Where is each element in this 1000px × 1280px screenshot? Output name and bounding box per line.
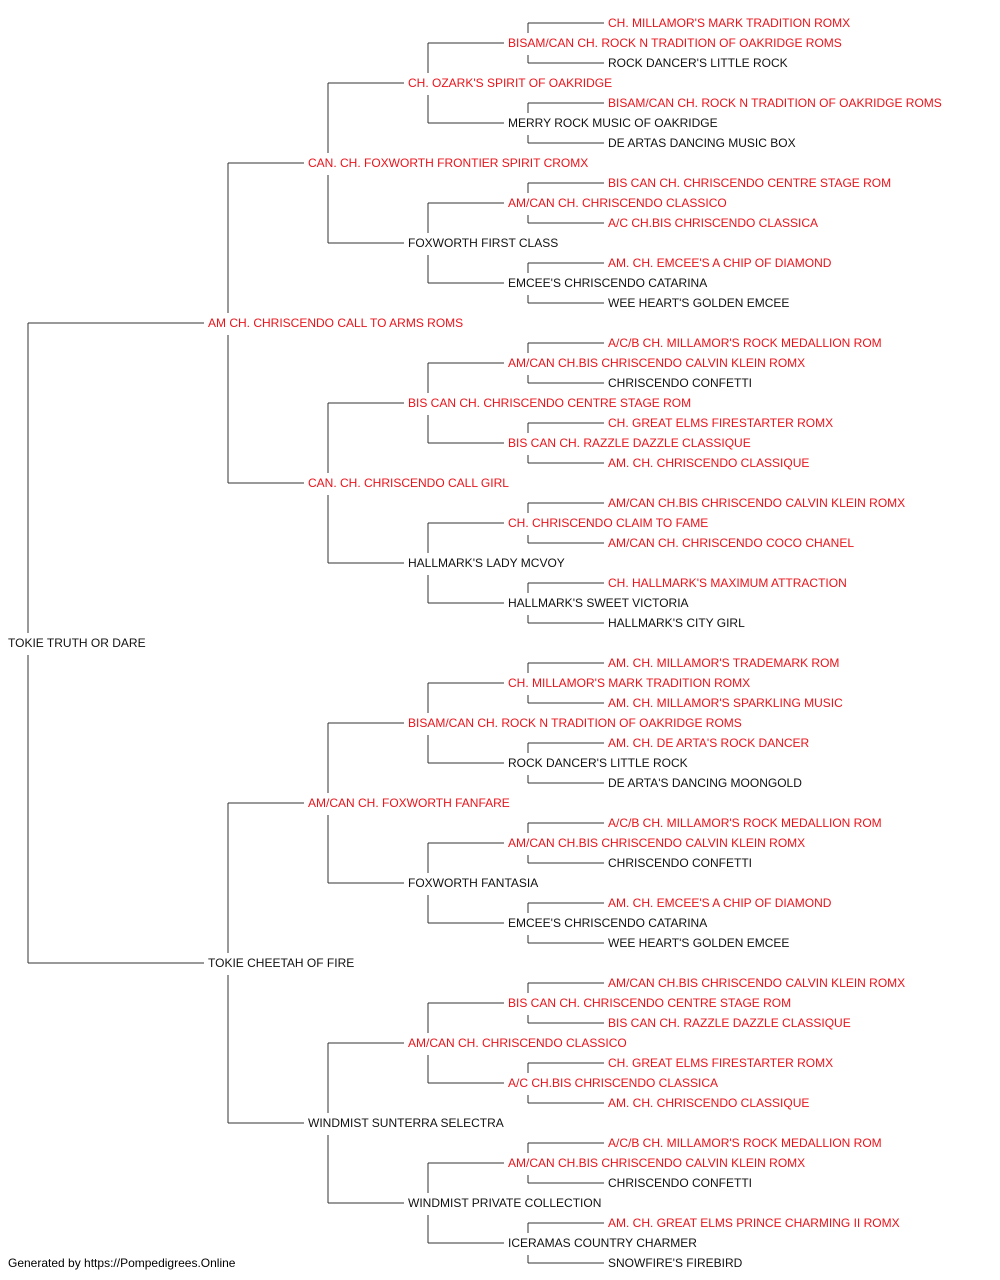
ancestor-name-sire-sire-dam-dam: EMCEE'S CHRISCENDO CATARINA bbox=[508, 276, 707, 290]
ancestor-name-sire-sire-sire-dam-dam: DE ARTAS DANCING MUSIC BOX bbox=[608, 136, 796, 150]
ancestor-name-sire-dam-sire-dam-dam: AM. CH. CHRISCENDO CLASSIQUE bbox=[608, 456, 809, 470]
ancestor-name-sire: AM CH. CHRISCENDO CALL TO ARMS ROMS bbox=[208, 316, 463, 330]
ancestor-name-sire-dam: CAN. CH. CHRISCENDO CALL GIRL bbox=[308, 476, 509, 490]
ancestor-name-sire-dam-sire-sire: AM/CAN CH.BIS CHRISCENDO CALVIN KLEIN RO… bbox=[508, 356, 805, 370]
ancestor-name-dam-dam-sire-dam-dam: AM. CH. CHRISCENDO CLASSIQUE bbox=[608, 1096, 809, 1110]
ancestor-name-dam-sire-dam-dam: EMCEE'S CHRISCENDO CATARINA bbox=[508, 916, 707, 930]
ancestor-name-dam-sire-dam-sire-dam: CHRISCENDO CONFETTI bbox=[608, 856, 752, 870]
ancestor-name-dam-dam-sire-sire-sire: AM/CAN CH.BIS CHRISCENDO CALVIN KLEIN RO… bbox=[608, 976, 905, 990]
ancestor-name-dam-sire-dam-dam-dam: WEE HEART'S GOLDEN EMCEE bbox=[608, 936, 789, 950]
ancestor-name-sire-sire-sire: CH. OZARK'S SPIRIT OF OAKRIDGE bbox=[408, 76, 612, 90]
ancestor-name-sire-sire: CAN. CH. FOXWORTH FRONTIER SPIRIT CROMX bbox=[308, 156, 588, 170]
ancestor-name-sire-sire-sire-sire-dam: ROCK DANCER'S LITTLE ROCK bbox=[608, 56, 788, 70]
ancestor-name-dam-dam-dam-sire: AM/CAN CH.BIS CHRISCENDO CALVIN KLEIN RO… bbox=[508, 1156, 805, 1170]
ancestor-name-sire-dam-dam-dam-dam: HALLMARK'S CITY GIRL bbox=[608, 616, 745, 630]
ancestor-name-dam-dam: WINDMIST SUNTERRA SELECTRA bbox=[308, 1116, 504, 1130]
ancestor-name-dam-dam-sire: AM/CAN CH. CHRISCENDO CLASSICO bbox=[408, 1036, 627, 1050]
ancestor-name-sire-sire-dam: FOXWORTH FIRST CLASS bbox=[408, 236, 558, 250]
ancestor-name-sire-dam-sire-dam-sire: CH. GREAT ELMS FIRESTARTER ROMX bbox=[608, 416, 833, 430]
ancestor-name-sire-sire-dam-dam-dam: WEE HEART'S GOLDEN EMCEE bbox=[608, 296, 789, 310]
ancestor-name-sire-sire-dam-sire-sire: BIS CAN CH. CHRISCENDO CENTRE STAGE ROM bbox=[608, 176, 891, 190]
ancestor-name-sire-sire-dam-dam-sire: AM. CH. EMCEE'S A CHIP OF DIAMOND bbox=[608, 256, 832, 270]
ancestor-name-dam-sire: AM/CAN CH. FOXWORTH FANFARE bbox=[308, 796, 510, 810]
ancestor-name-dam-sire-sire-dam-dam: DE ARTA'S DANCING MOONGOLD bbox=[608, 776, 802, 790]
ancestor-name-dam-sire-sire-sire-dam: AM. CH. MILLAMOR'S SPARKLING MUSIC bbox=[608, 696, 843, 710]
ancestor-name-sire-sire-sire-sire: BISAM/CAN CH. ROCK N TRADITION OF OAKRID… bbox=[508, 36, 842, 50]
ancestor-name-dam-dam-dam-dam-sire: AM. CH. GREAT ELMS PRINCE CHARMING II RO… bbox=[608, 1216, 900, 1230]
ancestor-name-dam-dam-sire-sire-dam: BIS CAN CH. RAZZLE DAZZLE CLASSIQUE bbox=[608, 1016, 851, 1030]
ancestor-name-dam-dam-dam-sire-sire: A/C/B CH. MILLAMOR'S ROCK MEDALLION ROM bbox=[608, 1136, 882, 1150]
ancestor-name-dam-dam-sire-dam-sire: CH. GREAT ELMS FIRESTARTER ROMX bbox=[608, 1056, 833, 1070]
ancestor-name-sire-dam-dam-dam-sire: CH. HALLMARK'S MAXIMUM ATTRACTION bbox=[608, 576, 847, 590]
ancestor-name-sire-sire-sire-sire-sire: CH. MILLAMOR'S MARK TRADITION ROMX bbox=[608, 16, 850, 30]
ancestor-name-dam-sire-sire-sire-sire: AM. CH. MILLAMOR'S TRADEMARK ROM bbox=[608, 656, 839, 670]
pedigree-connector-lines bbox=[27, 22, 604, 1264]
ancestor-name-sire-dam-sire-sire-sire: A/C/B CH. MILLAMOR'S ROCK MEDALLION ROM bbox=[608, 336, 882, 350]
ancestor-name-sire-sire-dam-sire-dam: A/C CH.BIS CHRISCENDO CLASSICA bbox=[608, 216, 818, 230]
ancestor-name-dam-sire-sire: BISAM/CAN CH. ROCK N TRADITION OF OAKRID… bbox=[408, 716, 742, 730]
ancestor-name-sire-dam-dam-dam: HALLMARK'S SWEET VICTORIA bbox=[508, 596, 689, 610]
ancestor-name-dam-dam-dam-dam: ICERAMAS COUNTRY CHARMER bbox=[508, 1236, 697, 1250]
subject-dog-name: TOKIE TRUTH OR DARE bbox=[8, 636, 146, 650]
ancestor-name-dam-dam-dam-dam-dam: SNOWFIRE'S FIREBIRD bbox=[608, 1256, 743, 1270]
ancestor-name-dam-dam-sire-dam: A/C CH.BIS CHRISCENDO CLASSICA bbox=[508, 1076, 718, 1090]
ancestor-name-sire-dam-sire: BIS CAN CH. CHRISCENDO CENTRE STAGE ROM bbox=[408, 396, 691, 410]
ancestor-name-sire-dam-dam: HALLMARK'S LADY MCVOY bbox=[408, 556, 565, 570]
ancestor-name-sire-sire-sire-dam-sire: BISAM/CAN CH. ROCK N TRADITION OF OAKRID… bbox=[608, 96, 942, 110]
ancestor-name-dam-sire-sire-dam-sire: AM. CH. DE ARTA'S ROCK DANCER bbox=[608, 736, 810, 750]
ancestor-name-sire-dam-dam-sire-dam: AM/CAN CH. CHRISCENDO COCO CHANEL bbox=[608, 536, 854, 550]
ancestor-name-sire-sire-sire-dam: MERRY ROCK MUSIC OF OAKRIDGE bbox=[508, 116, 718, 130]
ancestor-name-dam-sire-sire-sire: CH. MILLAMOR'S MARK TRADITION ROMX bbox=[508, 676, 750, 690]
ancestor-name-dam: TOKIE CHEETAH OF FIRE bbox=[208, 956, 354, 970]
ancestor-name-dam-dam-sire-sire: BIS CAN CH. CHRISCENDO CENTRE STAGE ROM bbox=[508, 996, 791, 1010]
ancestor-name-sire-dam-dam-sire: CH. CHRISCENDO CLAIM TO FAME bbox=[508, 516, 708, 530]
ancestor-name-sire-dam-sire-dam: BIS CAN CH. RAZZLE DAZZLE CLASSIQUE bbox=[508, 436, 751, 450]
ancestor-name-dam-sire-dam-sire: AM/CAN CH.BIS CHRISCENDO CALVIN KLEIN RO… bbox=[508, 836, 805, 850]
ancestor-name-dam-sire-dam: FOXWORTH FANTASIA bbox=[408, 876, 538, 890]
ancestor-name-dam-sire-dam-sire-sire: A/C/B CH. MILLAMOR'S ROCK MEDALLION ROM bbox=[608, 816, 882, 830]
ancestor-name-sire-sire-dam-sire: AM/CAN CH. CHRISCENDO CLASSICO bbox=[508, 196, 727, 210]
ancestor-name-dam-sire-dam-dam-sire: AM. CH. EMCEE'S A CHIP OF DIAMOND bbox=[608, 896, 832, 910]
ancestor-name-sire-dam-sire-sire-dam: CHRISCENDO CONFETTI bbox=[608, 376, 752, 390]
generated-by-footer: Generated by https://Pompedigrees.Online bbox=[8, 1256, 236, 1270]
ancestor-name-dam-sire-sire-dam: ROCK DANCER'S LITTLE ROCK bbox=[508, 756, 688, 770]
ancestor-name-dam-dam-dam: WINDMIST PRIVATE COLLECTION bbox=[408, 1196, 601, 1210]
ancestor-name-dam-dam-dam-sire-dam: CHRISCENDO CONFETTI bbox=[608, 1176, 752, 1190]
pedigree-name-labels: TOKIE TRUTH OR DARE AM CH. CHRISCENDO CAL… bbox=[8, 16, 942, 1270]
ancestor-name-sire-dam-dam-sire-sire: AM/CAN CH.BIS CHRISCENDO CALVIN KLEIN RO… bbox=[608, 496, 905, 510]
